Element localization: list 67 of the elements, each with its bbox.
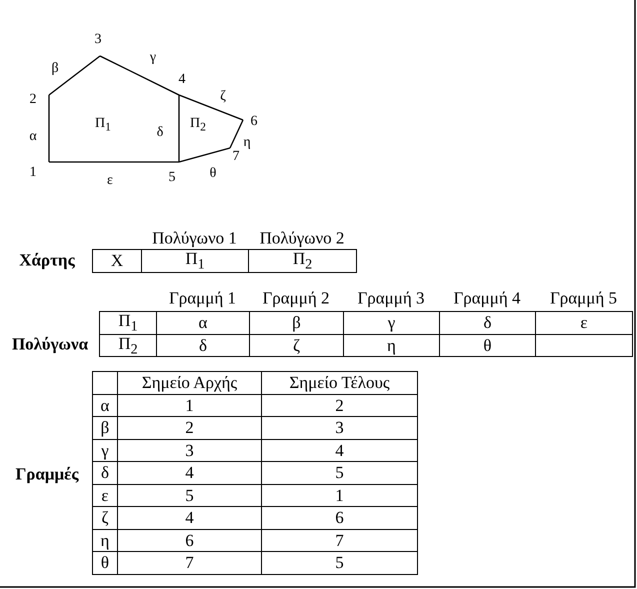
- row-header: α: [92, 394, 118, 416]
- column-header: Γραμμή 4: [453, 290, 521, 306]
- table-cell: 5: [118, 484, 262, 506]
- table-cell: 6: [118, 529, 262, 552]
- table-cell: η: [344, 334, 440, 357]
- column-header: Γραμμή 2: [262, 290, 330, 306]
- table-cell: α: [156, 312, 250, 334]
- table-cell: δ: [156, 334, 250, 357]
- table-cell: 7: [262, 529, 418, 552]
- table-label: Χάρτης: [19, 252, 75, 268]
- side-label: β: [51, 62, 59, 76]
- row-header: ε: [92, 484, 118, 506]
- table-cell: 5: [262, 462, 418, 484]
- table-cell: 7: [118, 552, 262, 574]
- side-label: η: [243, 136, 251, 150]
- row-header: η: [92, 529, 118, 552]
- table-cell: 3: [262, 416, 418, 439]
- row-header: θ: [92, 552, 118, 574]
- table-cell: 5: [262, 552, 418, 574]
- table-cell: 4: [118, 462, 262, 484]
- table-cell: 2: [262, 394, 418, 416]
- row-header: δ: [92, 462, 118, 484]
- table-cell: 1: [118, 394, 262, 416]
- side-label: α: [29, 130, 37, 144]
- row-header: γ: [92, 439, 118, 462]
- vertex-number: 4: [178, 73, 186, 87]
- vertex-number: 7: [232, 150, 240, 164]
- vertex-number: 2: [30, 93, 36, 107]
- row-header: β: [92, 416, 118, 439]
- column-header: Σημείο Τέλους: [262, 372, 418, 394]
- table-cell: θ: [440, 334, 536, 357]
- vertex-number: 5: [168, 171, 176, 185]
- table-cell: ζ: [250, 334, 344, 357]
- table-cell: ε: [536, 312, 632, 334]
- table-cell: Π$_{2}$: [248, 250, 356, 272]
- row-header: ζ: [92, 506, 118, 529]
- vertex-number: 1: [30, 166, 36, 180]
- column-header: Γραμμή 1: [168, 290, 236, 306]
- side-label: θ: [210, 167, 216, 181]
- table-cell: 4: [262, 439, 418, 462]
- column-header: Γραμμή 3: [357, 290, 425, 306]
- column-header: Σημείο Αρχής: [118, 372, 262, 394]
- table-cell: 6: [262, 506, 418, 529]
- table-cell: 4: [118, 506, 262, 529]
- column-header: Γραμμή 5: [550, 290, 618, 306]
- row-header: Π$_{1}$: [100, 312, 156, 334]
- table-label: Πολύγωνα: [12, 336, 88, 352]
- polygon-label: Π$_{2}$: [190, 116, 206, 134]
- table-cell: γ: [344, 312, 440, 334]
- table-cell: 2: [118, 416, 262, 439]
- column-header: Πολύγωνο 2: [260, 230, 344, 246]
- table-cell: Π$_{1}$: [142, 250, 248, 272]
- table-label: Γραμμές: [15, 466, 79, 482]
- table-cell: Χ: [92, 250, 142, 272]
- side-label: δ: [156, 126, 164, 140]
- table-cell: 1: [262, 484, 418, 506]
- vertex-number: 6: [250, 115, 258, 129]
- table-cell: δ: [440, 312, 536, 334]
- side-label: ε: [107, 174, 113, 188]
- side-label: ζ: [220, 90, 226, 104]
- table-cell: β: [250, 312, 344, 334]
- polygon-label: Π$_{1}$: [95, 116, 111, 134]
- column-header: Πολύγωνο 1: [152, 230, 237, 246]
- vertex-number: 3: [94, 33, 102, 47]
- row-header: Π$_{2}$: [100, 334, 156, 357]
- table-cell: 3: [118, 439, 262, 462]
- side-label: γ: [150, 51, 156, 65]
